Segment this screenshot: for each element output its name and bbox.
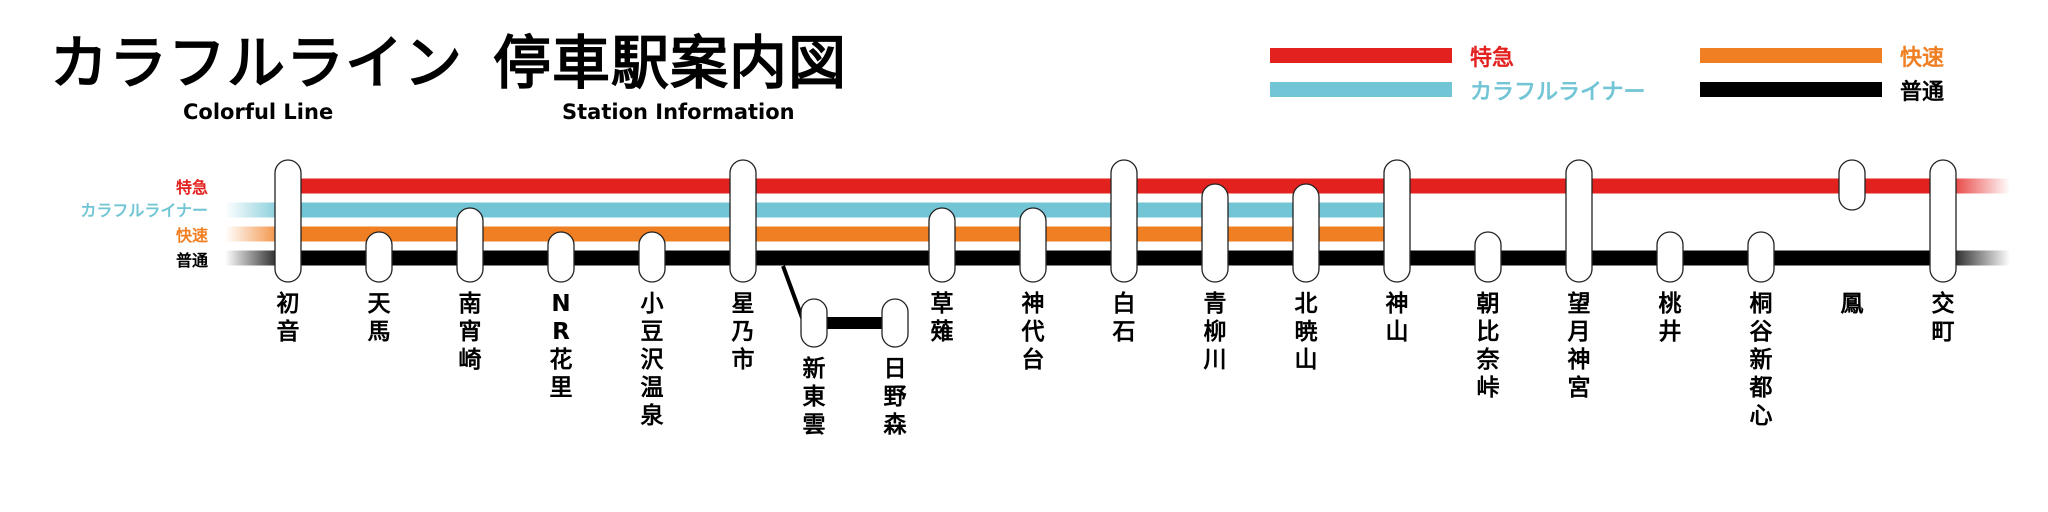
station-marker <box>274 159 302 283</box>
legend-label-express: 特急 <box>1470 46 1515 71</box>
title-main: カラフルライン <box>50 29 464 97</box>
line-rapid-fade-left <box>225 226 288 242</box>
row-label-rapid: 快速 <box>175 226 208 245</box>
station-marker <box>1383 159 1411 283</box>
subtitle-info: Station Information <box>562 100 795 124</box>
station-marker <box>1656 231 1684 283</box>
station-name: NR花里 <box>549 291 573 401</box>
line-liner <box>288 202 1397 218</box>
station-name: 神山 <box>1385 291 1409 345</box>
legend-label-liner: カラフルライナー <box>1470 80 1646 105</box>
station-name: 天馬 <box>367 291 391 345</box>
station-name: 新東雲 <box>802 356 826 438</box>
legend-bar-express <box>1270 48 1452 63</box>
station-marker <box>729 159 757 283</box>
station-name: 神代台 <box>1021 291 1045 373</box>
station-marker <box>800 298 828 348</box>
station-name: 鳳 <box>1840 291 1864 317</box>
station-name: 北暁山 <box>1294 291 1318 373</box>
station-marker <box>1565 159 1593 283</box>
station-name: 星乃市 <box>731 291 755 373</box>
station-name: 初音 <box>276 291 300 345</box>
legend-bar-local <box>1700 82 1882 97</box>
station-marker <box>365 231 393 283</box>
station-marker <box>1474 231 1502 283</box>
branch-track <box>814 317 895 329</box>
station-marker <box>1929 159 1957 283</box>
line-express-fade-right <box>1943 178 2010 194</box>
station-markers <box>274 159 1957 348</box>
station-name: 交町 <box>1931 291 1955 345</box>
station-name: 日野森 <box>883 356 907 438</box>
station-name: 南宵崎 <box>458 291 482 373</box>
legend-label-rapid: 快速 <box>1900 46 1945 71</box>
station-marker <box>1019 207 1047 283</box>
station-name: 朝比奈峠 <box>1476 291 1500 401</box>
station-name: 小豆沢温泉 <box>640 291 664 429</box>
subtitle-english: Colorful Line <box>183 100 334 124</box>
station-marker <box>456 207 484 283</box>
row-label-liner: カラフルライナー <box>80 201 208 220</box>
station-name: 草薙 <box>930 291 954 345</box>
station-marker <box>547 231 575 283</box>
station-marker <box>928 207 956 283</box>
page-title: カラフルライン停車駅案内図 <box>50 16 847 100</box>
station-marker <box>1201 183 1229 283</box>
station-name: 桐谷新都心 <box>1749 291 1773 429</box>
station-name: 白石 <box>1112 291 1136 345</box>
legend-label-local: 普通 <box>1900 80 1945 105</box>
legend-bar-rapid <box>1700 48 1882 63</box>
row-label-express: 特急 <box>175 178 208 197</box>
station-name: 望月神宮 <box>1567 291 1591 401</box>
station-marker <box>1747 231 1775 283</box>
branch-line <box>781 265 895 329</box>
station-marker <box>1838 159 1866 211</box>
line-rapid <box>288 226 1397 242</box>
station-marker <box>1292 183 1320 283</box>
station-name: 桃井 <box>1658 291 1682 345</box>
station-marker <box>638 231 666 283</box>
line-local-fade-left <box>225 250 288 266</box>
line-local-fade-right <box>1943 250 2010 266</box>
station-name: 青柳川 <box>1203 291 1227 373</box>
line-liner-fade-left <box>225 202 288 218</box>
title-sub: 停車駅案内図 <box>493 29 848 97</box>
station-marker <box>881 298 909 348</box>
row-label-local: 普通 <box>175 251 208 270</box>
station-marker <box>1110 159 1138 283</box>
legend-bar-liner <box>1270 82 1452 97</box>
